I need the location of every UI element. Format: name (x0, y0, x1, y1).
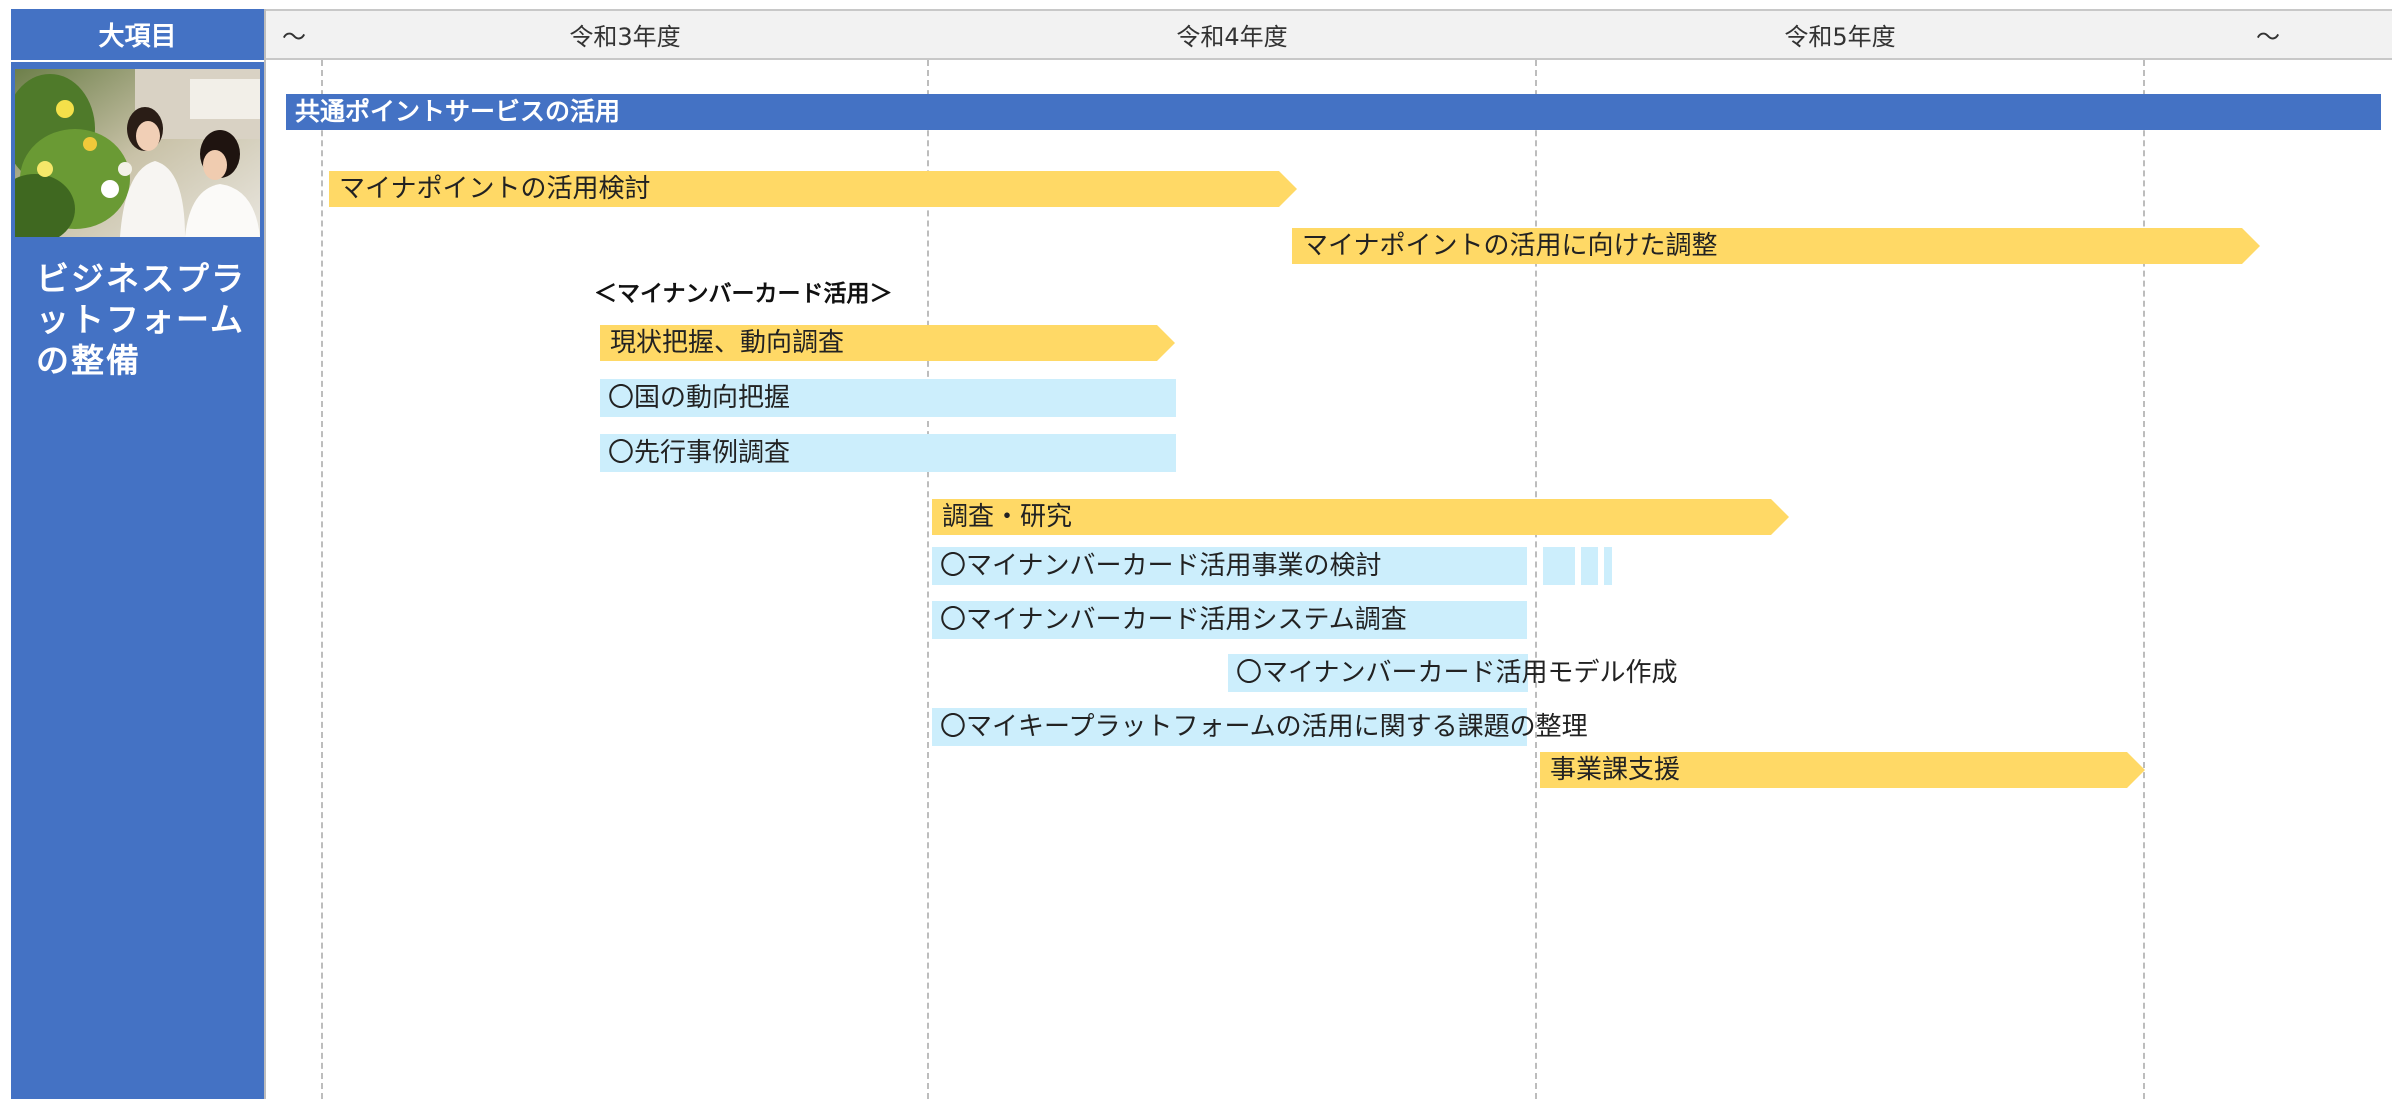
task-bar (600, 379, 1176, 417)
card-system-task: 〇マイナンバーカード活用システム調査 (940, 605, 1407, 635)
header-year-r5: 令和5年度 (1536, 9, 2144, 60)
gridline (1535, 60, 1537, 1099)
column-divider (264, 9, 266, 1099)
mynumber-card-subheading: ＜マイナンバーカード活用＞ (594, 281, 893, 307)
task-bar (932, 708, 1527, 746)
header-col-before: ～ (266, 9, 322, 60)
gridline (927, 60, 929, 1099)
research-arrow: 調査・研究 (932, 499, 1789, 535)
category-label: ビジネスプラットフォームの整備 (36, 259, 246, 380)
task-bar-segment (1581, 547, 1598, 585)
flower-shop-photo (15, 69, 260, 237)
mykey-issues-task: 〇マイキープラットフォームの活用に関する課題の整理 (940, 712, 1588, 742)
advanced-cases-task: 〇先行事例調査 (608, 438, 791, 468)
gridline (2143, 60, 2145, 1099)
task-bar-segment (1604, 547, 1612, 585)
task-bar (932, 601, 1527, 639)
common-point-service-bar: 共通ポイントサービスの活用 (286, 94, 2381, 130)
mynapoint-review-arrow: マイナポイントの活用検討 (329, 171, 1297, 207)
header-year-r4: 令和4年度 (928, 9, 1536, 60)
task-bar (600, 434, 1176, 472)
national-trend-task: 〇国の動向把握 (608, 383, 791, 413)
gridline (321, 60, 323, 1099)
card-business-task: 〇マイナンバーカード活用事業の検討 (940, 551, 1382, 581)
status-survey-arrow: 現状把握、動向調査 (600, 325, 1175, 361)
header-major-item: 大項目 (11, 9, 264, 60)
dept-support-arrow: 事業課支援 (1540, 752, 2145, 788)
task-bar-segment (1543, 547, 1575, 585)
header-col-after: ～ (2144, 9, 2392, 60)
mynapoint-adjust-arrow: マイナポイントの活用に向けた調整 (1292, 228, 2260, 264)
header-year-r3: 令和3年度 (322, 9, 928, 60)
task-bar (1228, 654, 1528, 692)
task-bar (932, 547, 1527, 585)
card-model-task: 〇マイナンバーカード活用モデル作成 (1236, 658, 1678, 688)
